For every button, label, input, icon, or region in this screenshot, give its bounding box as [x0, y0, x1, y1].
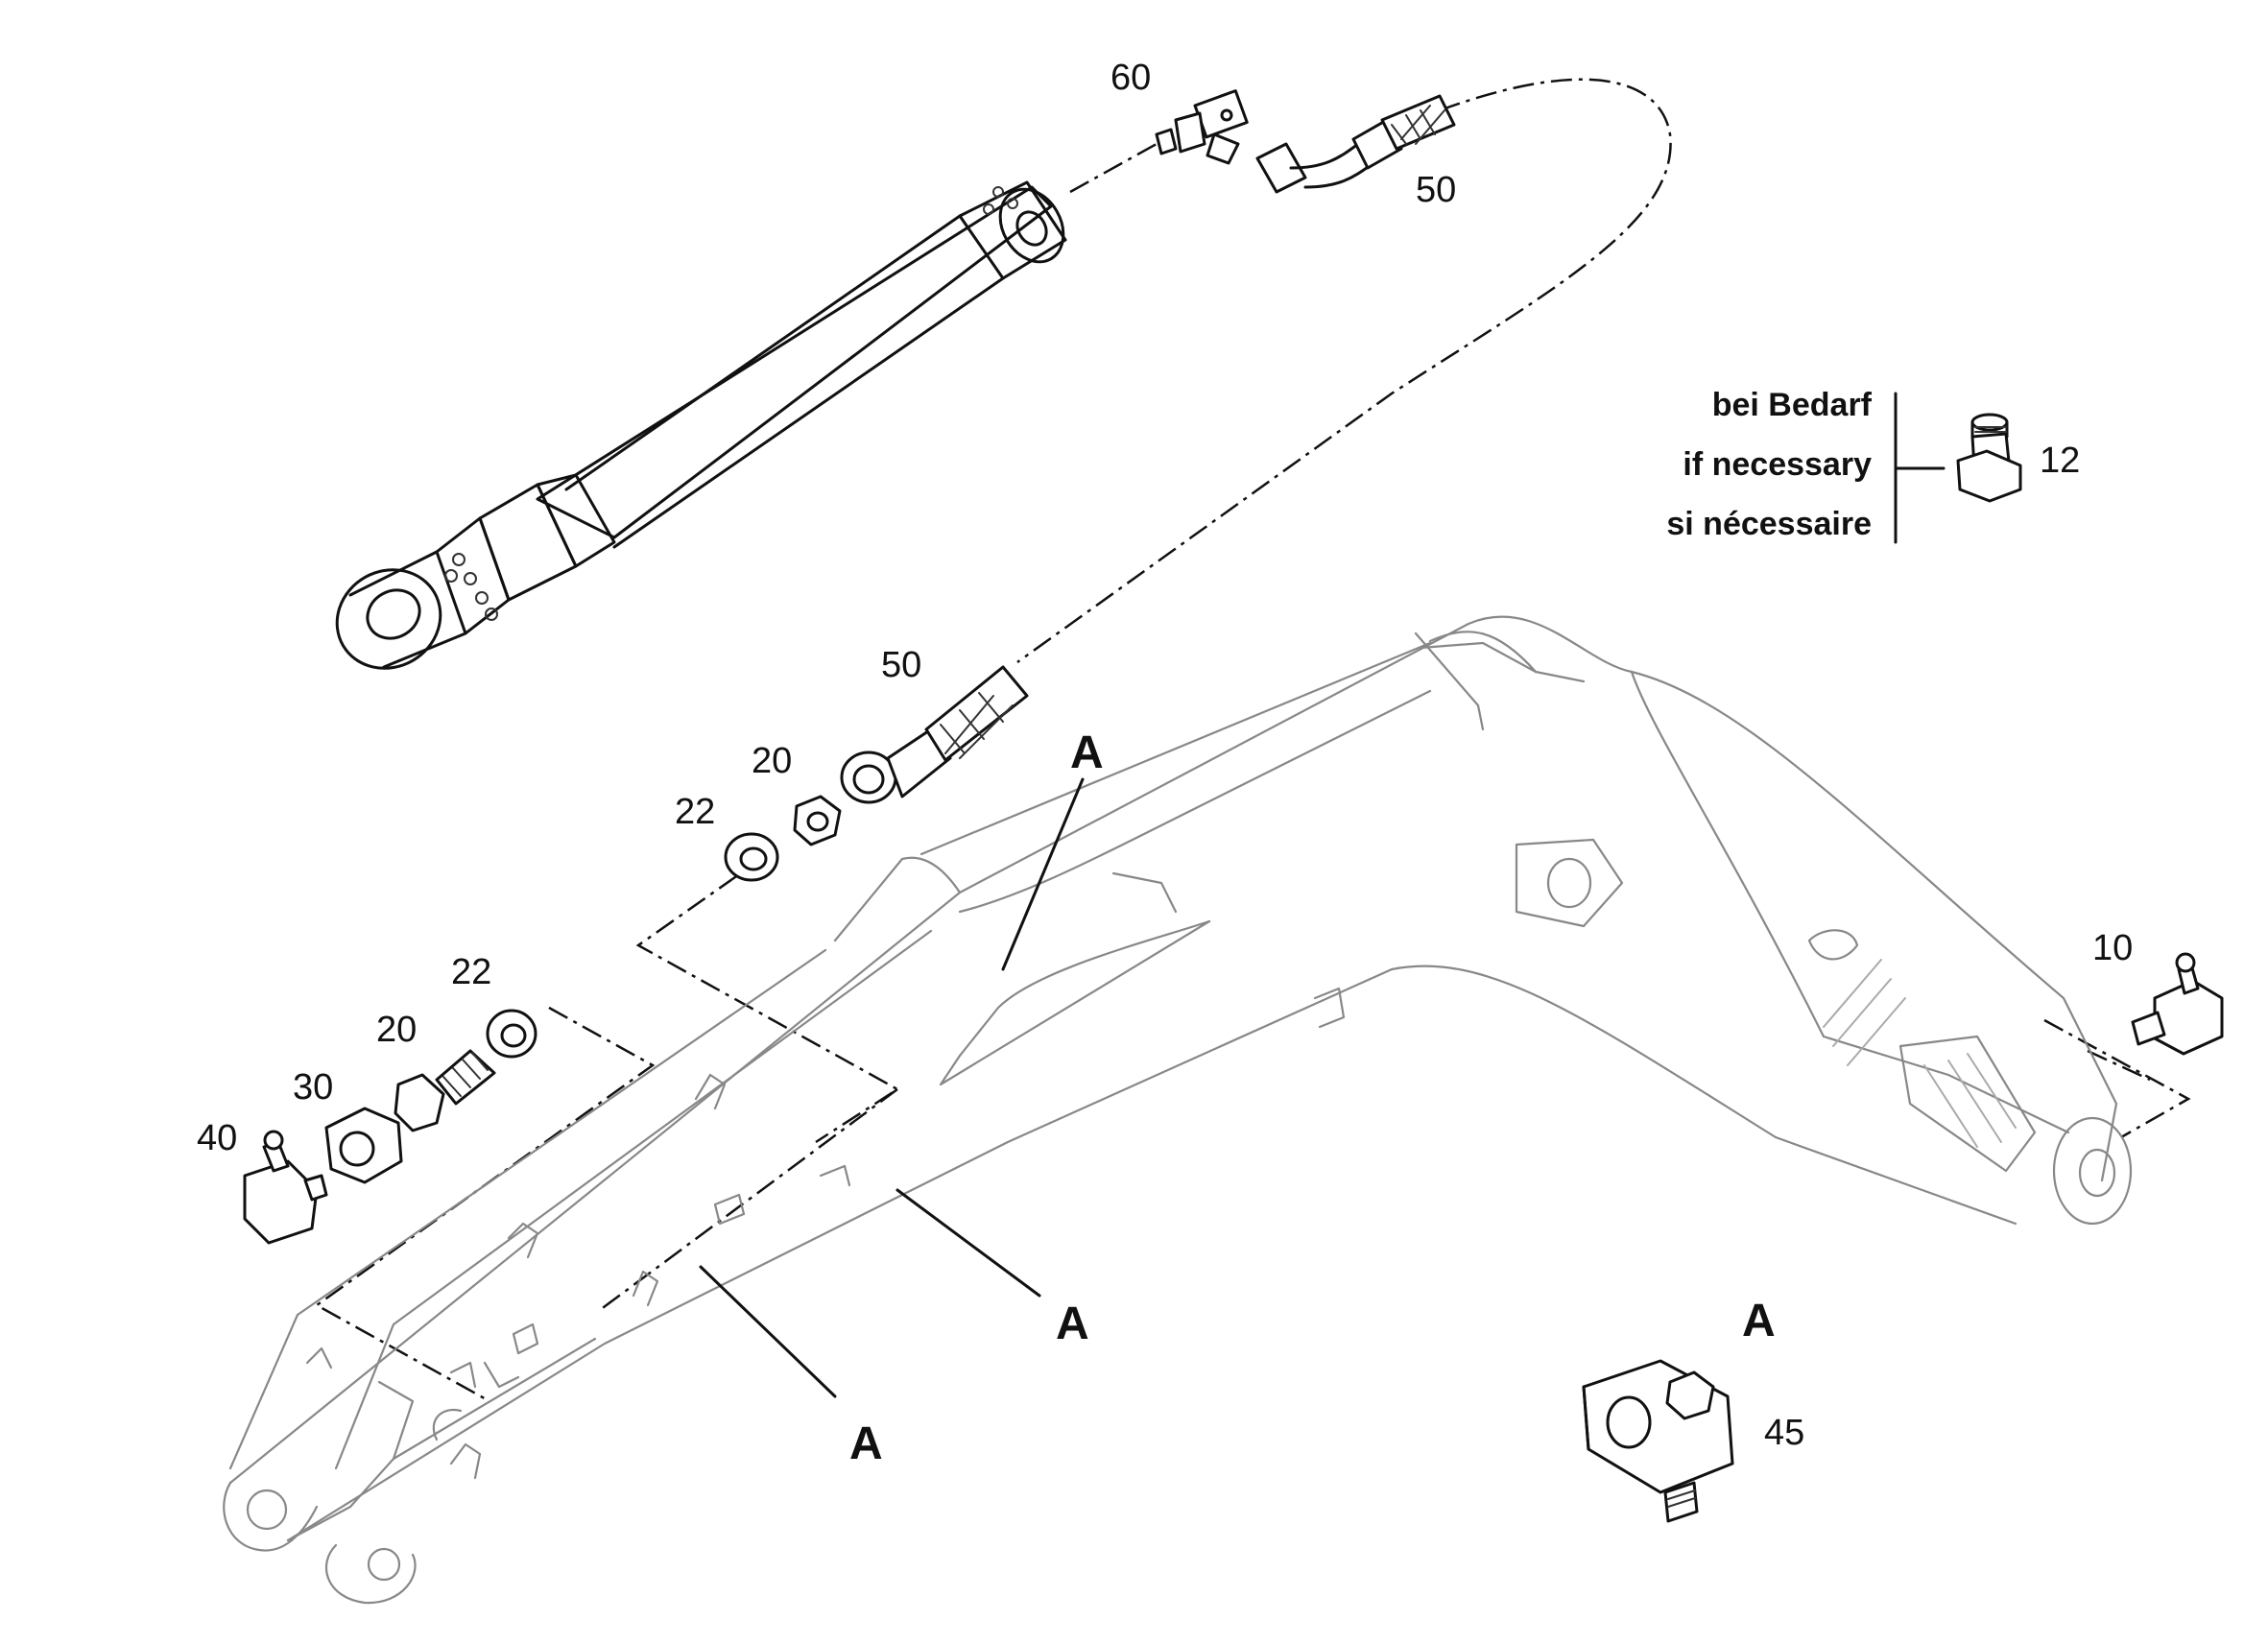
- label-20-upper: 20: [752, 741, 792, 781]
- part-40-grease-nipple-angle: [243, 1130, 328, 1245]
- callout-a-mid: A: [1056, 1299, 1089, 1349]
- part-20-nut-upper: [793, 795, 842, 846]
- part-20-adapter-lower: [394, 1049, 496, 1132]
- part-22-washer-upper: [724, 832, 779, 882]
- label-60: 60: [1110, 58, 1151, 98]
- note-if-necessary: if necessary: [1683, 446, 1872, 483]
- label-40: 40: [197, 1118, 237, 1158]
- callout-a-low: A: [849, 1418, 883, 1469]
- leader-a-low: [699, 1265, 837, 1398]
- part-60-tee-fitting: [1155, 89, 1249, 165]
- leader-a-upper: [1001, 777, 1085, 971]
- label-22-upper: 22: [675, 792, 715, 832]
- part-12-plug: [1956, 413, 2022, 503]
- label-45: 45: [1764, 1413, 1804, 1453]
- callout-a-upper: A: [1070, 727, 1104, 778]
- part-30-nut: [324, 1107, 403, 1184]
- leader-a-mid: [895, 1188, 1041, 1298]
- routing-line-hose: [1016, 78, 1672, 664]
- note-bei-bedarf: bei Bedarf: [1712, 387, 1873, 423]
- label-20-lower: 20: [376, 1010, 417, 1050]
- part-50-hose-mid: [840, 665, 1029, 804]
- hydraulic-cylinder: [335, 180, 1067, 670]
- part-22-washer-lower: [486, 1009, 537, 1059]
- note-si-necessaire: si nécessaire: [1666, 506, 1872, 542]
- excavator-boom: [223, 615, 2133, 1605]
- routing-line-top: [1069, 142, 1158, 194]
- label-50-mid: 50: [881, 645, 921, 685]
- label-50-top: 50: [1416, 170, 1456, 210]
- bracket-right: [2043, 1018, 2191, 1139]
- bracket-upper: [635, 852, 900, 1144]
- label-22-lower: 22: [451, 952, 491, 992]
- part-10-grease-nipple-right: [2131, 952, 2224, 1056]
- label-30: 30: [293, 1067, 333, 1108]
- label-12: 12: [2040, 441, 2080, 481]
- callout-a-detail: A: [1742, 1296, 1776, 1346]
- part-50-hose-top: [1255, 94, 1456, 194]
- label-10: 10: [2092, 928, 2133, 968]
- note-bracket: [1894, 392, 1946, 544]
- part-45-clip: [1582, 1359, 1734, 1523]
